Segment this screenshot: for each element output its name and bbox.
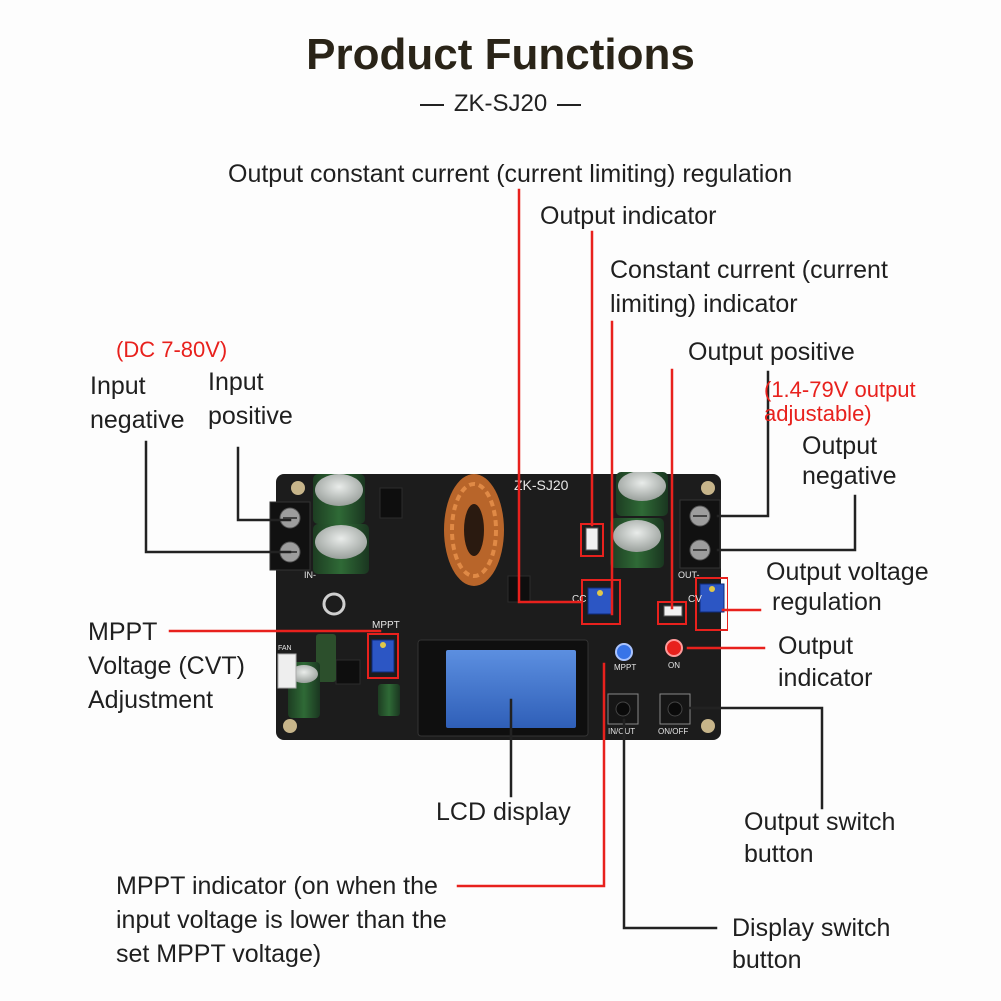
mppt-led (615, 643, 633, 661)
leader-output-switch (688, 706, 824, 810)
page-subtitle: ZK-SJ20 (0, 90, 1001, 118)
label-cc-indicator-1: Constant current (current (610, 256, 888, 284)
label-output-range-2: adjustable) (764, 401, 872, 426)
brand-logo-icon (322, 592, 346, 616)
label-input-negative-2: negative (90, 406, 185, 434)
label-output-negative-2: negative (802, 462, 897, 490)
silk-cv: CV (688, 594, 702, 605)
label-output-indicator-top: Output indicator (540, 202, 717, 230)
mount-hole (291, 481, 305, 495)
output-led (585, 527, 599, 551)
silk-mppt-led: MPPT (614, 663, 636, 672)
label-mppt-indicator-1: MPPT indicator (on when the (116, 872, 438, 900)
label-output-indicator-right-2: indicator (778, 664, 873, 692)
fan-connector (277, 653, 297, 689)
label-cc-indicator-2: limiting) indicator (610, 290, 798, 318)
lcd-screen (446, 650, 576, 728)
silk-on-led: ON (668, 661, 680, 670)
highlight-box (367, 633, 399, 679)
label-display-switch-1: Display switch (732, 914, 891, 942)
silk-btn-inout: IN/OUT (608, 727, 635, 736)
leader-display-switch (622, 718, 718, 930)
label-mppt-adjust-2: Voltage (CVT) (88, 652, 246, 680)
subtitle-dash-left (419, 103, 444, 106)
silk-cc: CC (572, 594, 586, 605)
silk-mppt: MPPT (372, 620, 400, 631)
silk-in: IN- (304, 570, 316, 580)
pcb-board: ZK-SJ20 MPPT IN- OUT- CC CV MPPT ON IN/O… (268, 471, 729, 742)
page-title: Product Functions (306, 30, 695, 79)
silk-out: OUT- (678, 570, 700, 580)
leader-output-negative (716, 494, 857, 552)
silk-model: ZK-SJ20 (514, 477, 569, 493)
on-led (665, 639, 683, 657)
label-output-switch-2: button (744, 840, 814, 868)
label-output-positive: Output positive (688, 338, 855, 366)
mount-hole (283, 719, 297, 733)
mount-hole (701, 719, 715, 733)
pcb-body (276, 474, 721, 740)
label-mppt-indicator-2: input voltage is lower than the (116, 906, 447, 934)
label-input-positive-1: Input (208, 368, 264, 396)
leader-mppt-indicator (456, 662, 606, 888)
label-input-positive-2: positive (208, 402, 293, 430)
silk-btn-onoff: ON/OFF (658, 727, 688, 736)
capacitor (316, 634, 336, 682)
label-mppt-adjust-1: MPPT (88, 618, 158, 646)
label-output-switch-1: Output switch (744, 808, 896, 836)
label-mppt-adjust-3: Adjustment (88, 686, 214, 714)
leader-input-negative (144, 440, 292, 554)
label-output-voltage-reg-2: regulation (772, 588, 882, 616)
subtitle-dash-right (557, 103, 582, 106)
label-output-indicator-right-1: Output (778, 632, 854, 660)
label-cc-regulation: Output constant current (current limitin… (228, 160, 793, 188)
label-lcd-display: LCD display (436, 798, 571, 826)
label-input-range: (DC 7-80V) (116, 337, 228, 362)
mount-hole (701, 481, 715, 495)
leader-input-positive (236, 446, 292, 522)
silk-fan: FAN (278, 645, 292, 652)
mppt-trimmer (371, 639, 395, 673)
label-output-range-1: (1.4-79V output (764, 377, 916, 402)
pcb-illustration: ZK-SJ20 MPPT IN- OUT- CC CV MPPT ON IN/O… (269, 471, 729, 740)
label-display-switch-2: button (732, 946, 802, 974)
label-mppt-indicator-3: set MPPT voltage) (116, 940, 322, 968)
label-input-negative-1: Input (90, 372, 146, 400)
label-output-voltage-reg-1: Output voltage (766, 558, 929, 586)
leader-cc-regulation (517, 188, 584, 604)
leader-output-positive (716, 370, 770, 518)
label-output-negative-1: Output (802, 432, 878, 460)
model-name: ZK-SJ20 (453, 90, 548, 117)
